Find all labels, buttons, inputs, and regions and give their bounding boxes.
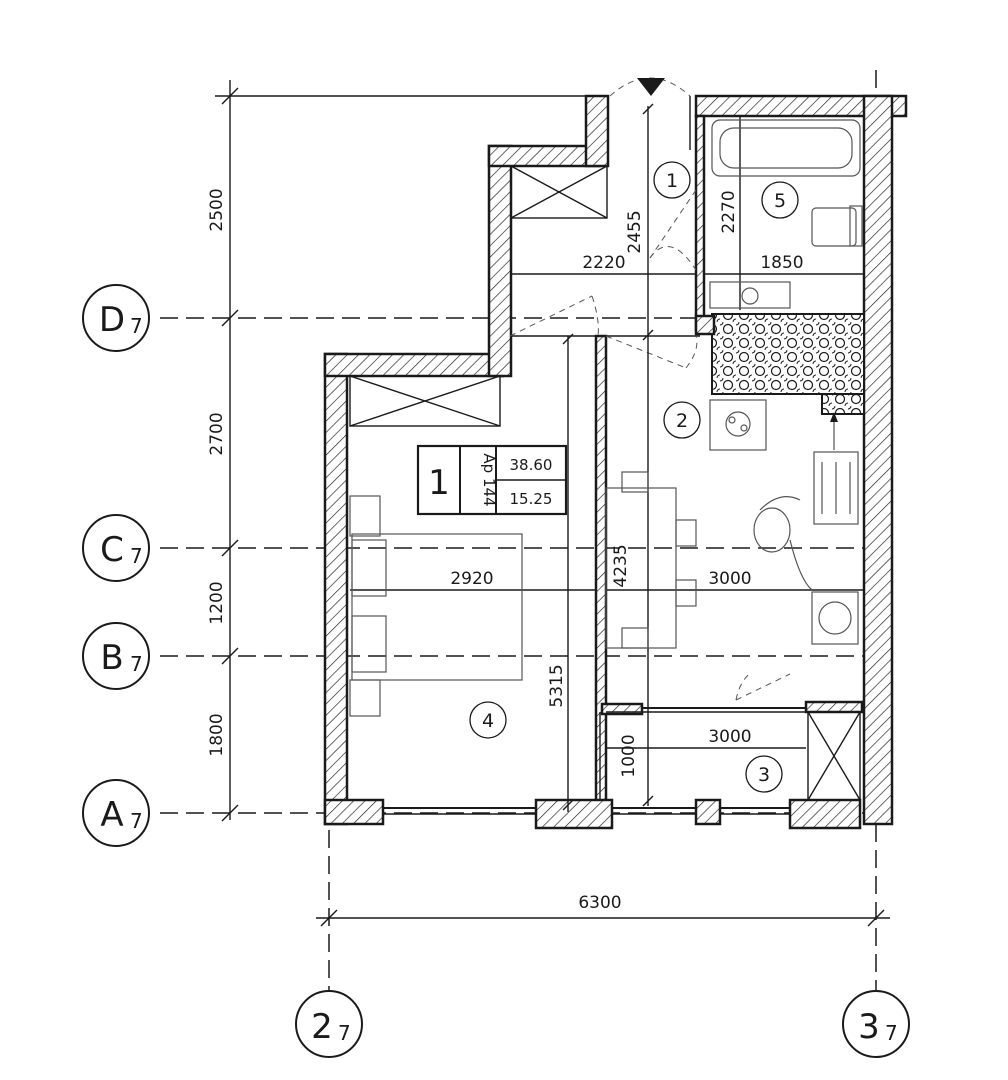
dim-hall-length: 2455 xyxy=(625,210,645,253)
svg-text:B: B xyxy=(100,638,123,678)
axis-bubble-27: 2 7 xyxy=(295,990,363,1058)
dim-room-length: 5315 xyxy=(547,664,567,707)
windows xyxy=(383,807,790,815)
internal-dimensions: 2220 2455 2270 1850 2920 5315 4235 3000 … xyxy=(450,190,803,777)
dim-bath-height: 2270 xyxy=(719,190,739,233)
svg-text:D: D xyxy=(99,300,125,340)
left-dimension-chain: 2500 2700 1200 1800 xyxy=(207,80,600,822)
svg-text:7: 7 xyxy=(338,1021,351,1045)
interior-lines xyxy=(349,77,864,812)
dim-hall-width: 2220 xyxy=(582,253,625,273)
dim-loggia-depth: 1000 xyxy=(619,734,639,777)
axis-bubble-37: 3 7 xyxy=(842,990,910,1058)
apartment-number: 1 xyxy=(428,463,450,503)
apartment-label: Ap 144 xyxy=(480,453,498,506)
room-marker-5: 5 xyxy=(761,181,799,219)
svg-text:A: A xyxy=(100,795,123,835)
dim-bottom-6300: 6300 xyxy=(578,893,621,913)
dim-bath-width: 1850 xyxy=(760,253,803,273)
dim-kitchen-length: 4235 xyxy=(611,544,631,587)
living-area: 15.25 xyxy=(510,490,553,508)
axis-bubble-c7: C 7 xyxy=(82,514,150,582)
dim-left-1800: 1800 xyxy=(207,713,227,756)
dim-left-2500: 2500 xyxy=(207,188,227,231)
svg-text:2: 2 xyxy=(311,1007,333,1047)
axis-bubble-a7: A 7 xyxy=(82,779,150,847)
svg-text:5: 5 xyxy=(774,190,786,212)
svg-text:C: C xyxy=(100,530,124,570)
room-marker-1: 1 xyxy=(653,161,691,199)
room-marker-3: 3 xyxy=(745,755,783,793)
svg-text:7: 7 xyxy=(130,652,143,676)
svg-text:2: 2 xyxy=(676,410,688,432)
dim-loggia-width: 3000 xyxy=(708,727,751,747)
furniture xyxy=(349,119,863,717)
dim-room-width: 2920 xyxy=(450,569,493,589)
svg-text:3: 3 xyxy=(858,1007,880,1047)
dim-kitchen-width: 3000 xyxy=(708,569,751,589)
axis-bubble-b7: B 7 xyxy=(82,622,150,690)
bottom-dimension: 6300 xyxy=(316,893,890,927)
room-marker-4: 4 xyxy=(469,701,507,739)
apartment-stamp: 1 Ap 144 38.60 15.25 xyxy=(416,444,568,516)
dim-left-1200: 1200 xyxy=(207,581,227,624)
total-area: 38.60 xyxy=(510,456,553,474)
axis-bubble-d7: D 7 xyxy=(82,284,150,352)
svg-text:7: 7 xyxy=(130,314,143,338)
svg-text:7: 7 xyxy=(130,544,143,568)
room-marker-2: 2 xyxy=(663,401,701,439)
svg-text:4: 4 xyxy=(482,710,494,732)
svg-text:7: 7 xyxy=(885,1021,898,1045)
svg-text:7: 7 xyxy=(130,809,143,833)
dim-left-2700: 2700 xyxy=(207,412,227,455)
walls xyxy=(323,94,908,830)
svg-text:1: 1 xyxy=(666,170,678,192)
svg-text:3: 3 xyxy=(758,764,770,786)
